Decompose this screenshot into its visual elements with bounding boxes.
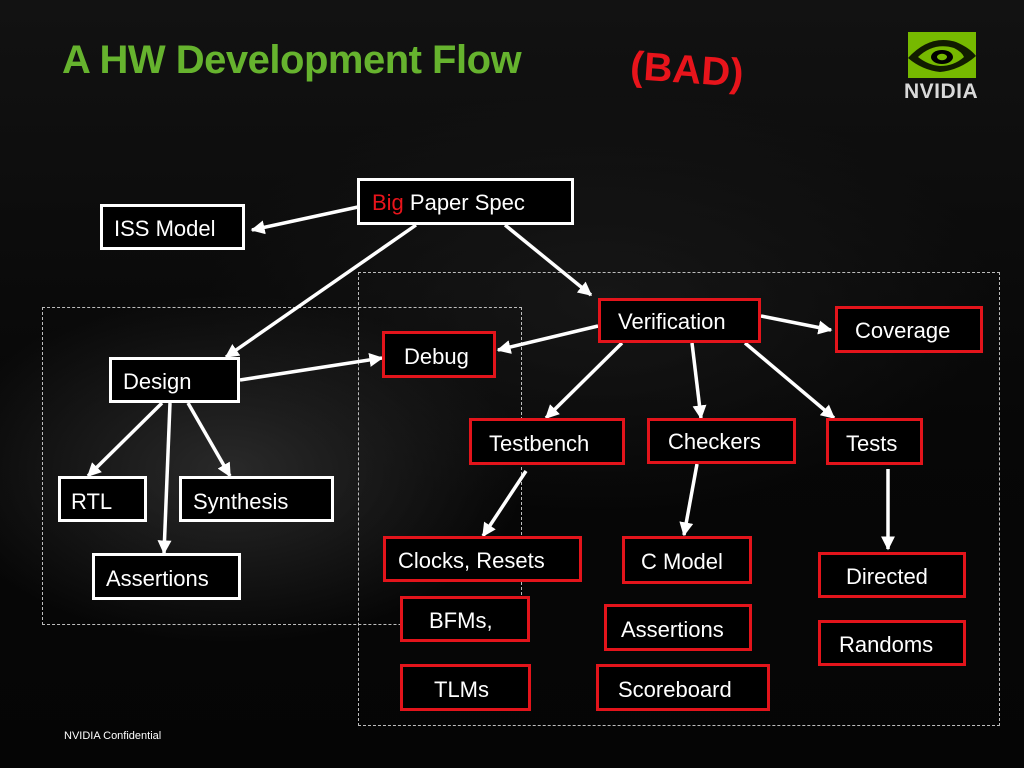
clocks-resets-node: Clocks, Resets: [383, 536, 582, 582]
arrow-testbench-to-clocks: [481, 470, 528, 538]
design-node: Design: [109, 357, 240, 403]
arrow-verification-to-testbench: [544, 341, 624, 420]
assertions-checkers-node: Assertions: [604, 604, 752, 651]
nvidia-wordmark: NVIDIA: [904, 80, 979, 103]
nvidia-eye-logo-icon: [908, 32, 976, 78]
directed-node: Directed: [818, 552, 966, 598]
randoms-node: Randoms: [818, 620, 966, 666]
arrow-verification-to-debug: [496, 324, 599, 354]
c-model-node: C Model: [622, 536, 752, 584]
tests-label: Tests: [846, 431, 898, 456]
assertions-design-node: Assertions: [92, 553, 241, 600]
big-label: Big: [372, 190, 404, 215]
testbench-label: Testbench: [489, 431, 590, 456]
verification-label: Verification: [618, 309, 726, 334]
c-model-label: C Model: [641, 549, 723, 574]
verification-node: Verification: [598, 298, 761, 343]
directed-label: Directed: [846, 564, 928, 589]
big-paper-spec-node: Big Paper Spec: [357, 178, 574, 225]
scoreboard-label: Scoreboard: [618, 677, 732, 702]
tests-node: Tests: [826, 418, 923, 465]
scoreboard-node: Scoreboard: [596, 664, 770, 711]
rtl-node: RTL: [58, 476, 147, 522]
debug-label: Debug: [404, 344, 469, 369]
assertions-design-label: Assertions: [106, 566, 209, 591]
slide-title: A HW Development Flow: [62, 38, 522, 82]
confidential-footer: NVIDIA Confidential: [64, 730, 162, 742]
arrow-design-to-debug: [239, 353, 384, 382]
arrow-checkers-to-cmodel: [679, 463, 699, 537]
arrow-verification-to-tests: [743, 341, 836, 420]
arrow-design-to-synthesis: [186, 402, 232, 478]
iss-model-label: ISS Model: [114, 216, 216, 241]
verification-region: [358, 272, 1000, 726]
design-label: Design: [123, 369, 192, 394]
synthesis-label: Synthesis: [193, 489, 289, 514]
arrow-spec-to-verification: [503, 223, 593, 297]
paper-spec-label: Paper Spec: [403, 190, 525, 215]
randoms-label: Randoms: [839, 632, 934, 657]
checkers-node: Checkers: [647, 418, 796, 464]
tlms-node: TLMs: [400, 664, 531, 711]
checkers-label: Checkers: [668, 429, 761, 454]
arrow-verification-to-checkers: [690, 342, 707, 420]
assertions-checkers-label: Assertions: [621, 617, 724, 642]
arrow-verification-to-coverage: [760, 314, 833, 335]
bfms-label: BFMs,: [429, 608, 493, 633]
coverage-label: Coverage: [855, 318, 951, 343]
arrow-design-to-rtl: [86, 401, 164, 478]
rtl-label: RTL: [71, 489, 113, 514]
arrow-spec-to-iss: [250, 205, 359, 235]
clocks-resets-label: Clocks, Resets: [398, 548, 545, 573]
coverage-node: Coverage: [835, 306, 983, 353]
arrow-design-to-assertions: [157, 402, 172, 555]
synthesis-node: Synthesis: [179, 476, 334, 522]
iss-model-node: ISS Model: [100, 204, 245, 250]
debug-node: Debug: [382, 331, 496, 378]
bfms-node: BFMs,: [400, 596, 530, 642]
tlms-label: TLMs: [434, 677, 489, 702]
design-region: [42, 307, 522, 625]
testbench-node: Testbench: [469, 418, 625, 465]
arrow-spec-to-design: [224, 223, 417, 359]
